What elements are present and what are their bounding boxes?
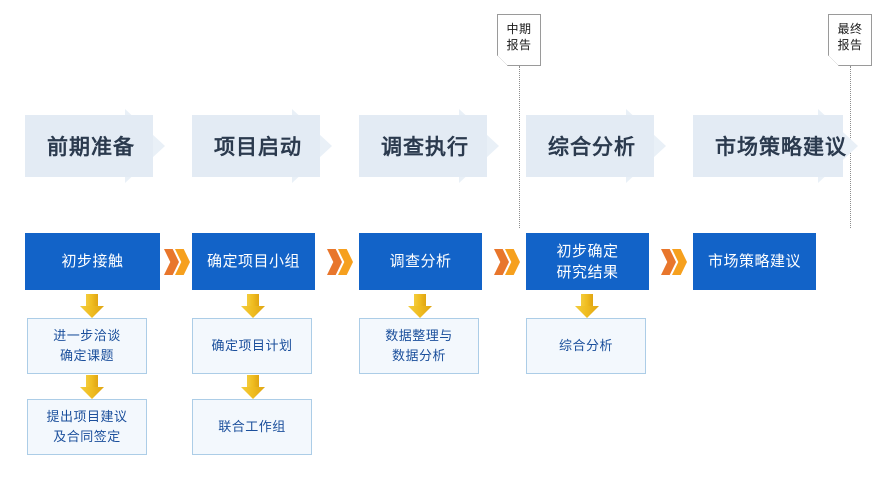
chevron-3-4-stroke-light (505, 249, 520, 275)
chevron-2-3-stroke-light (338, 249, 353, 275)
phase-analysis-label: 综合分析 (548, 136, 636, 159)
subbox-proposal-contract-line1: 提出项目建议 (46, 409, 128, 424)
phase-kickoff-label: 项目启动 (214, 136, 302, 159)
subbox-joint-workgroup-text: 联合工作组 (218, 417, 286, 437)
chevron-1-2-icon (164, 249, 190, 275)
subbox-project-plan-line1: 确定项目计划 (211, 338, 293, 353)
bluebox-market-strategy[interactable]: 市场策略建议 (693, 233, 816, 290)
subbox-project-plan-text: 确定项目计划 (211, 336, 292, 356)
chevron-4-5-stroke-light (672, 249, 687, 275)
subbox-comprehensive-line1: 综合分析 (558, 338, 613, 353)
phase-strategy[interactable]: 市场策略建议 (693, 109, 858, 183)
down-arrow-col2-a-stem (247, 294, 259, 307)
bluebox-initial-findings-text: 初步确定研究结果 (556, 241, 618, 283)
subbox-joint-workgroup[interactable]: 联合工作组 (192, 399, 312, 455)
subbox-data-analysis-line1: 数据整理与 (385, 328, 453, 343)
chevron-3-4-icon (494, 249, 520, 275)
phase-survey[interactable]: 调查执行 (359, 109, 499, 183)
phase-survey-label: 调查执行 (381, 136, 469, 159)
bluebox-initial-findings[interactable]: 初步确定研究结果 (526, 233, 649, 290)
down-arrow-col1-a-tip (80, 306, 104, 318)
down-arrow-col2-b-stem (247, 375, 259, 388)
midterm-report-line2: 报告 (506, 38, 532, 52)
bluebox-project-team-line1: 确定项目小组 (206, 253, 300, 270)
down-arrow-col2-b-icon (241, 375, 265, 399)
down-arrow-col1-b-icon (80, 375, 104, 399)
final-report: 最终报告 (828, 14, 872, 66)
phase-strategy-body (693, 115, 843, 177)
phase-survey-body (359, 115, 487, 177)
bluebox-market-strategy-text: 市场策略建议 (708, 251, 801, 272)
down-arrow-col3-a-stem (414, 294, 426, 307)
chevron-4-5-icon (661, 249, 687, 275)
bluebox-survey-analysis[interactable]: 调查分析 (359, 233, 482, 290)
midterm-report-connector-line (519, 66, 520, 228)
chevron-1-2-stroke-dark (164, 249, 179, 275)
subbox-comprehensive[interactable]: 综合分析 (526, 318, 646, 374)
down-arrow-col2-b-tip (241, 387, 265, 399)
phase-preparation-label: 前期准备 (47, 136, 135, 159)
subbox-data-analysis-line2: 数据分析 (391, 348, 446, 363)
final-report-line2: 报告 (837, 38, 863, 52)
phase-kickoff[interactable]: 项目启动 (192, 109, 332, 183)
bluebox-project-team[interactable]: 确定项目小组 (192, 233, 315, 290)
chevron-4-5-stroke-dark (661, 249, 676, 275)
subbox-project-plan[interactable]: 确定项目计划 (192, 318, 312, 374)
subbox-data-analysis[interactable]: 数据整理与数据分析 (359, 318, 479, 374)
phase-kickoff-body (192, 115, 320, 177)
subbox-proposal-contract[interactable]: 提出项目建议及合同签定 (27, 399, 147, 455)
down-arrow-col4-a-icon (575, 294, 599, 318)
midterm-report-line1: 中期 (506, 22, 532, 36)
midterm-report: 中期报告 (497, 14, 541, 66)
down-arrow-col4-a-stem (581, 294, 593, 307)
subbox-negotiate-topic-text: 进一步洽谈确定课题 (53, 326, 121, 366)
phase-analysis[interactable]: 综合分析 (526, 109, 666, 183)
bluebox-project-team-text: 确定项目小组 (207, 251, 300, 272)
phase-preparation-body (25, 115, 153, 177)
final-report-folded-corner-icon (828, 55, 839, 66)
subbox-negotiate-topic-line2: 确定课题 (59, 348, 114, 363)
bluebox-survey-analysis-line1: 调查分析 (389, 253, 452, 270)
chevron-2-3-icon (327, 249, 353, 275)
subbox-proposal-contract-line2: 及合同签定 (53, 429, 121, 444)
down-arrow-col3-a-icon (408, 294, 432, 318)
subbox-comprehensive-text: 综合分析 (559, 336, 613, 356)
subbox-joint-workgroup-line1: 联合工作组 (218, 419, 286, 434)
down-arrow-col1-a-stem (86, 294, 98, 307)
bluebox-market-strategy-line1: 市场策略建议 (707, 253, 801, 270)
down-arrow-col2-a-icon (241, 294, 265, 318)
down-arrow-col1-a-icon (80, 294, 104, 318)
phase-analysis-body (526, 115, 654, 177)
bluebox-initial-findings-line2: 研究结果 (556, 263, 619, 281)
bluebox-initial-contact-line1: 初步接触 (61, 253, 124, 270)
final-report-line1: 最终 (837, 22, 863, 36)
bluebox-initial-findings-line1: 初步确定 (556, 242, 619, 260)
phase-preparation[interactable]: 前期准备 (25, 109, 165, 183)
subbox-negotiate-topic[interactable]: 进一步洽谈确定课题 (27, 318, 147, 374)
phase-strategy-label: 市场策略建议 (715, 136, 847, 159)
subbox-negotiate-topic-line1: 进一步洽谈 (53, 328, 121, 343)
down-arrow-col3-a-tip (408, 306, 432, 318)
bluebox-survey-analysis-text: 调查分析 (389, 251, 451, 272)
bluebox-initial-contact[interactable]: 初步接触 (25, 233, 160, 290)
down-arrow-col1-b-tip (80, 387, 104, 399)
chevron-3-4-stroke-dark (494, 249, 509, 275)
bluebox-initial-contact-text: 初步接触 (61, 251, 123, 272)
subbox-data-analysis-text: 数据整理与数据分析 (385, 326, 453, 366)
down-arrow-col2-a-tip (241, 306, 265, 318)
subbox-proposal-contract-text: 提出项目建议及合同签定 (46, 407, 127, 447)
down-arrow-col1-b-stem (86, 375, 98, 388)
midterm-report-folded-corner-icon (497, 55, 508, 66)
down-arrow-col4-a-tip (575, 306, 599, 318)
chevron-1-2-stroke-light (175, 249, 190, 275)
chevron-2-3-stroke-dark (327, 249, 342, 275)
